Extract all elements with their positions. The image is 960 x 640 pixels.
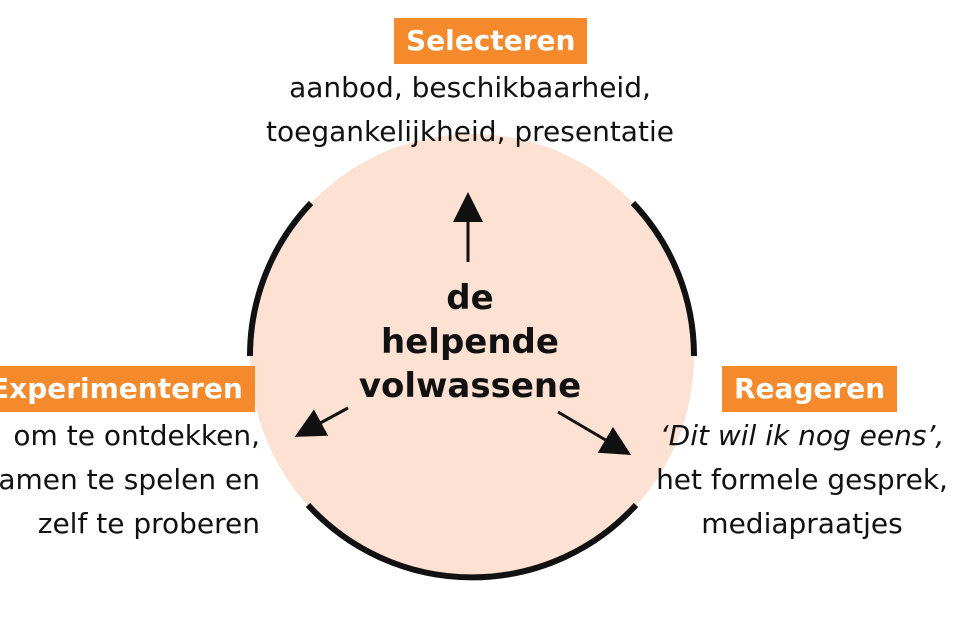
top-line: aanbod, beschikbaarheid, [289,71,651,104]
center-title: de helpende volwassene [355,276,585,408]
top-line: toegankelijkheid, presentatie [266,115,674,148]
right-description: ‘Dit wil ik nog eens’, het formele gespr… [656,414,948,546]
left-description: om te ontdekken, samen te spelen en zelf… [0,414,260,546]
label-experimenteren: Experimenteren [0,366,255,412]
top-description: aanbod, beschikbaarheid, toegankelijkhei… [266,66,674,154]
right-line: mediapraatjes [701,507,903,540]
right-line-quote: ‘Dit wil ik nog eens’, [659,419,945,452]
cycle-arc-left [246,200,314,357]
arrow-left [294,406,349,437]
center-line: volwassene [358,366,582,406]
label-reageren: Reageren [722,366,898,412]
center-line: de [446,278,494,318]
cycle-arc-bottom [305,502,639,581]
left-line: om te ontdekken, [13,419,260,452]
right-line: het formele gesprek, [656,463,948,496]
arrow-right [557,410,632,456]
label-selecteren: Selecteren [394,18,588,64]
left-line: samen te spelen en [0,463,260,496]
central-circle [250,134,694,578]
left-line: zelf te proberen [37,507,260,540]
cycle-arc-right [630,200,698,357]
center-line: helpende [381,322,559,362]
